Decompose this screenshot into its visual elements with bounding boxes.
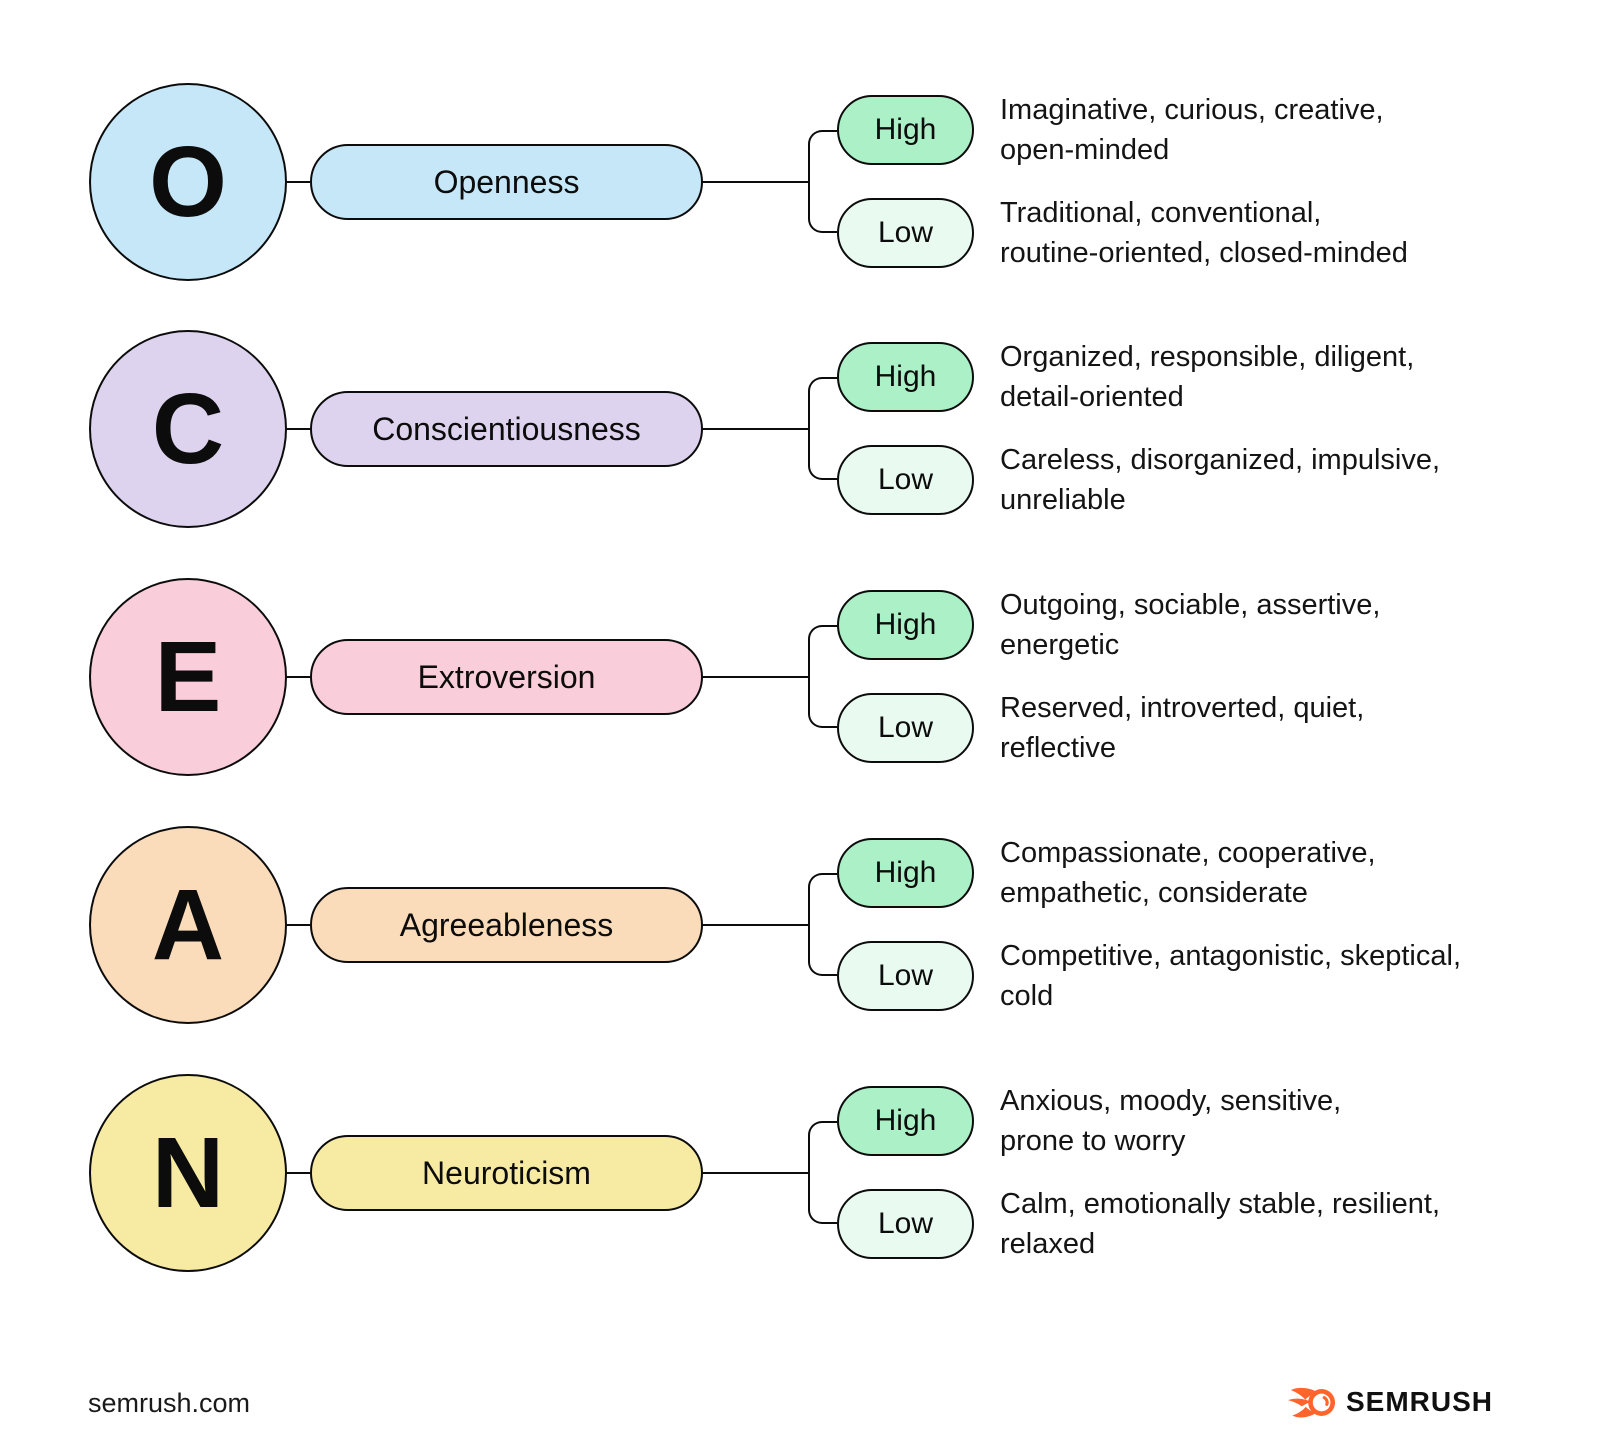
semrush-logo: SEMRUSH xyxy=(1288,1384,1493,1420)
high-description: Outgoing, sociable, assertive, energetic xyxy=(1000,589,1381,661)
high-label: High xyxy=(874,856,937,889)
trait-name: Neuroticism xyxy=(422,1154,591,1191)
trait-letter: E xyxy=(154,621,222,733)
connector-pill-to-branch xyxy=(701,1172,808,1174)
low-label: Low xyxy=(877,959,934,992)
site-url: semrush.com xyxy=(88,1388,251,1418)
connector-pill-to-branch xyxy=(701,676,808,678)
low-description: Competitive, antagonistic, skeptical, co… xyxy=(1000,940,1461,1012)
trait-circle: A xyxy=(89,826,287,1024)
high-description: Anxious, moody, sensitive, prone to worr… xyxy=(1000,1085,1342,1157)
trait-name: Openness xyxy=(433,163,580,200)
high-pill: High xyxy=(837,838,974,908)
branch-bracket xyxy=(808,130,837,233)
trait-pill: Openness xyxy=(310,144,703,220)
connector-pill-to-branch xyxy=(701,428,808,430)
trait-row-openness: O Openness High Low Imaginative, curious… xyxy=(0,58,1600,306)
trait-name: Extroversion xyxy=(417,658,596,695)
trait-pill: Conscientiousness xyxy=(310,391,703,467)
trait-name: Conscientiousness xyxy=(372,410,641,447)
branch-bracket xyxy=(808,377,837,480)
low-description: Traditional, conventional, routine-orien… xyxy=(1000,197,1408,269)
high-description: Imaginative, curious, creative, open-min… xyxy=(1000,94,1384,166)
trait-pill: Agreeableness xyxy=(310,887,703,963)
high-pill: High xyxy=(837,590,974,660)
trait-letter: A xyxy=(151,869,225,981)
branch-bracket xyxy=(808,1121,837,1224)
low-pill: Low xyxy=(837,198,974,268)
connector-circle-to-pill xyxy=(287,1172,310,1174)
low-pill: Low xyxy=(837,1189,974,1259)
connector-circle-to-pill xyxy=(287,676,310,678)
trait-circle: O xyxy=(89,83,287,281)
trait-row-conscientiousness: C Conscientiousness High Low Organized, … xyxy=(0,305,1600,553)
high-description: Organized, responsible, diligent, detail… xyxy=(1000,341,1415,413)
trait-pill: Neuroticism xyxy=(310,1135,703,1211)
semrush-flame-icon xyxy=(1288,1387,1336,1417)
low-description: Careless, disorganized, impulsive, unrel… xyxy=(1000,444,1441,516)
connector-circle-to-pill xyxy=(287,924,310,926)
connector-circle-to-pill xyxy=(287,428,310,430)
low-pill: Low xyxy=(837,693,974,763)
trait-pill: Extroversion xyxy=(310,639,703,715)
high-pill: High xyxy=(837,342,974,412)
low-pill: Low xyxy=(837,445,974,515)
trait-circle: E xyxy=(89,578,287,776)
trait-row-extroversion: E Extroversion High Low Outgoing, sociab… xyxy=(0,553,1600,801)
low-label: Low xyxy=(877,711,934,744)
high-description: Compassionate, cooperative, empathetic, … xyxy=(1000,837,1376,909)
low-pill: Low xyxy=(837,941,974,1011)
trait-circle: N xyxy=(89,1074,287,1272)
branch-bracket xyxy=(808,873,837,976)
trait-letter: O xyxy=(149,126,227,238)
high-pill: High xyxy=(837,1086,974,1156)
connector-pill-to-branch xyxy=(701,181,808,183)
low-label: Low xyxy=(877,463,934,496)
connector-pill-to-branch xyxy=(701,924,808,926)
trait-row-neuroticism: N Neuroticism High Low Anxious, moody, s… xyxy=(0,1049,1600,1297)
low-description: Calm, emotionally stable, resilient, rel… xyxy=(1000,1188,1441,1260)
connector-circle-to-pill xyxy=(287,181,310,183)
low-description: Reserved, introverted, quiet, reflective xyxy=(1000,692,1365,764)
brand-wordmark: SEMRUSH xyxy=(1346,1386,1494,1417)
trait-name: Agreeableness xyxy=(399,906,614,943)
trait-letter: N xyxy=(151,1117,225,1229)
trait-row-agreeableness: A Agreeableness High Low Compassionate, … xyxy=(0,801,1600,1049)
high-label: High xyxy=(874,113,937,146)
trait-letter: C xyxy=(151,373,225,485)
trait-circle: C xyxy=(89,330,287,528)
high-pill: High xyxy=(837,95,974,165)
low-label: Low xyxy=(877,216,934,249)
low-label: Low xyxy=(877,1207,934,1240)
high-label: High xyxy=(874,360,937,393)
high-label: High xyxy=(874,1104,937,1137)
high-label: High xyxy=(874,608,937,641)
branch-bracket xyxy=(808,625,837,728)
